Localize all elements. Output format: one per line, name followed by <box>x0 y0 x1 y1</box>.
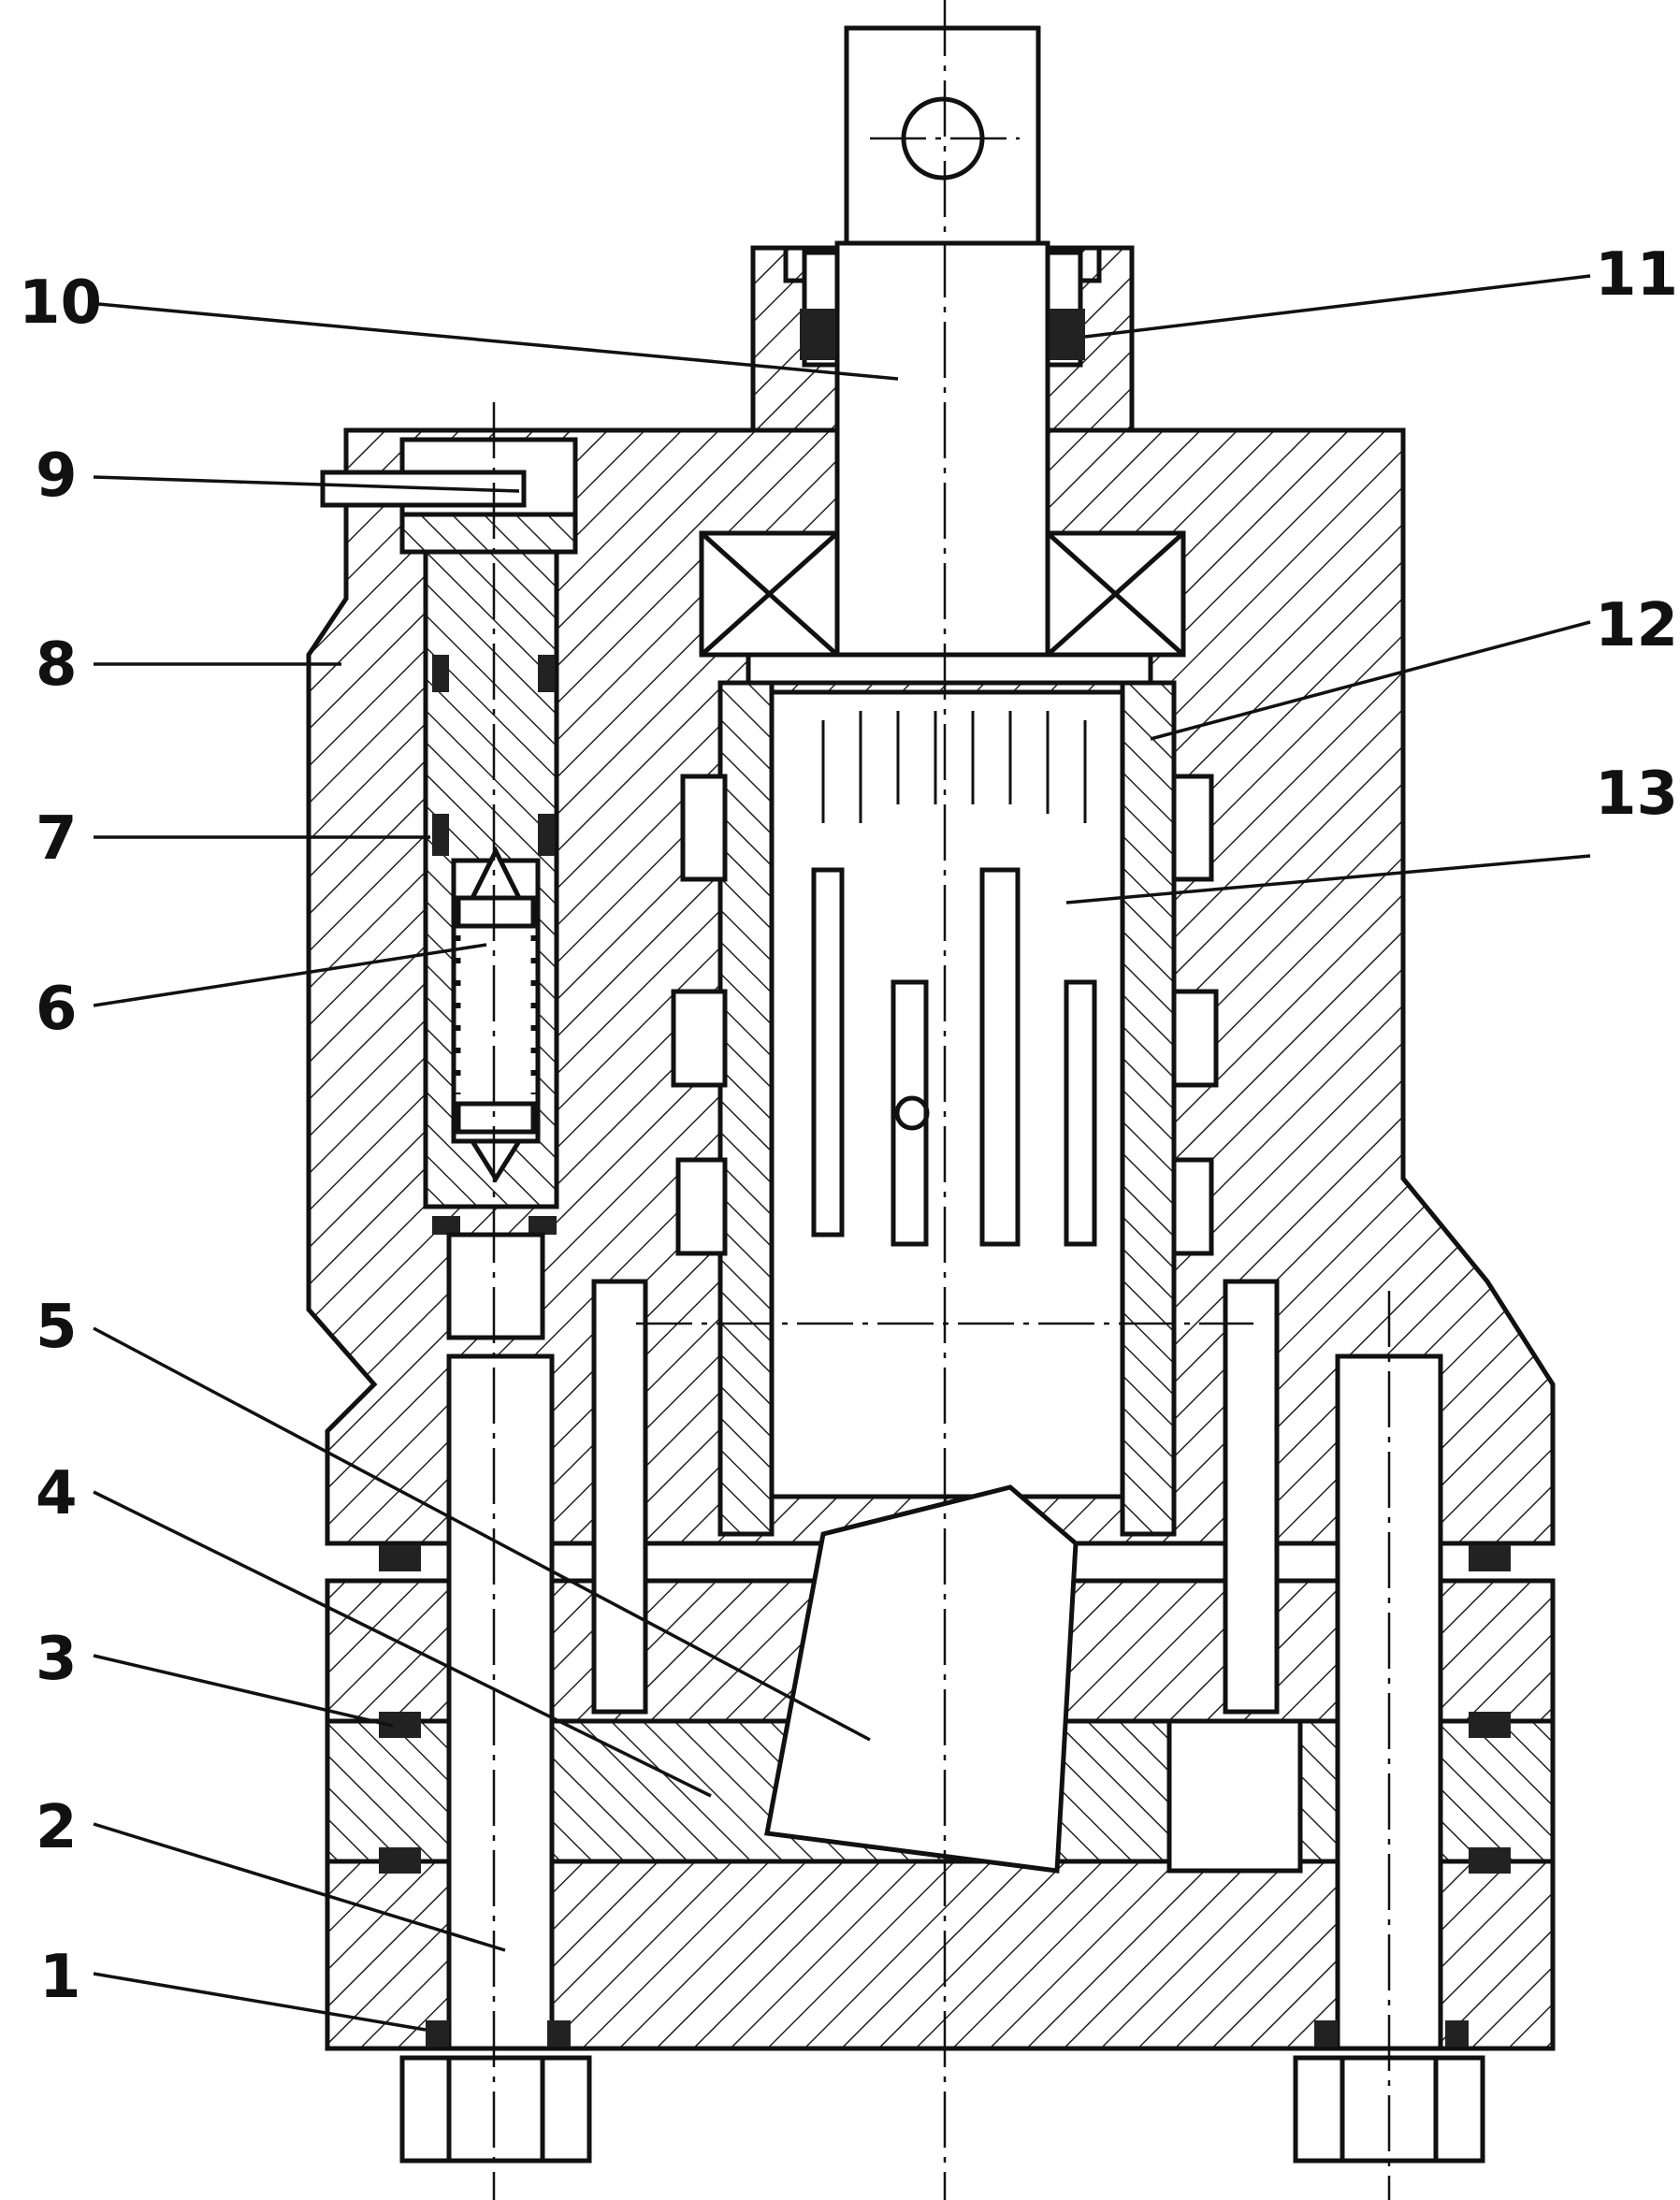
part-labels: 10 11 9 12 8 13 7 6 5 4 3 2 1 <box>19 240 1678 2012</box>
stem-seals <box>800 309 1085 360</box>
label-12: 12 <box>1595 591 1678 660</box>
valve-assembly <box>320 437 578 1340</box>
sleeve <box>671 680 1219 1537</box>
base-plates <box>325 1279 1556 2164</box>
label-9: 9 <box>36 441 78 511</box>
rotor <box>769 689 1125 1499</box>
leader-lines <box>93 274 1591 2032</box>
label-2: 2 <box>36 1793 78 1862</box>
label-13: 13 <box>1595 760 1678 829</box>
label-10: 10 <box>19 268 102 338</box>
label-1: 1 <box>39 1943 81 2012</box>
centre-lines <box>492 0 1391 2200</box>
label-3: 3 <box>36 1625 78 1694</box>
bearing <box>699 530 1186 686</box>
label-7: 7 <box>36 804 78 874</box>
label-11: 11 <box>1595 240 1678 310</box>
stem <box>802 25 1083 658</box>
label-5: 5 <box>36 1293 78 1362</box>
label-4: 4 <box>36 1459 78 1528</box>
label-8: 8 <box>36 630 78 700</box>
label-6: 6 <box>36 975 78 1044</box>
